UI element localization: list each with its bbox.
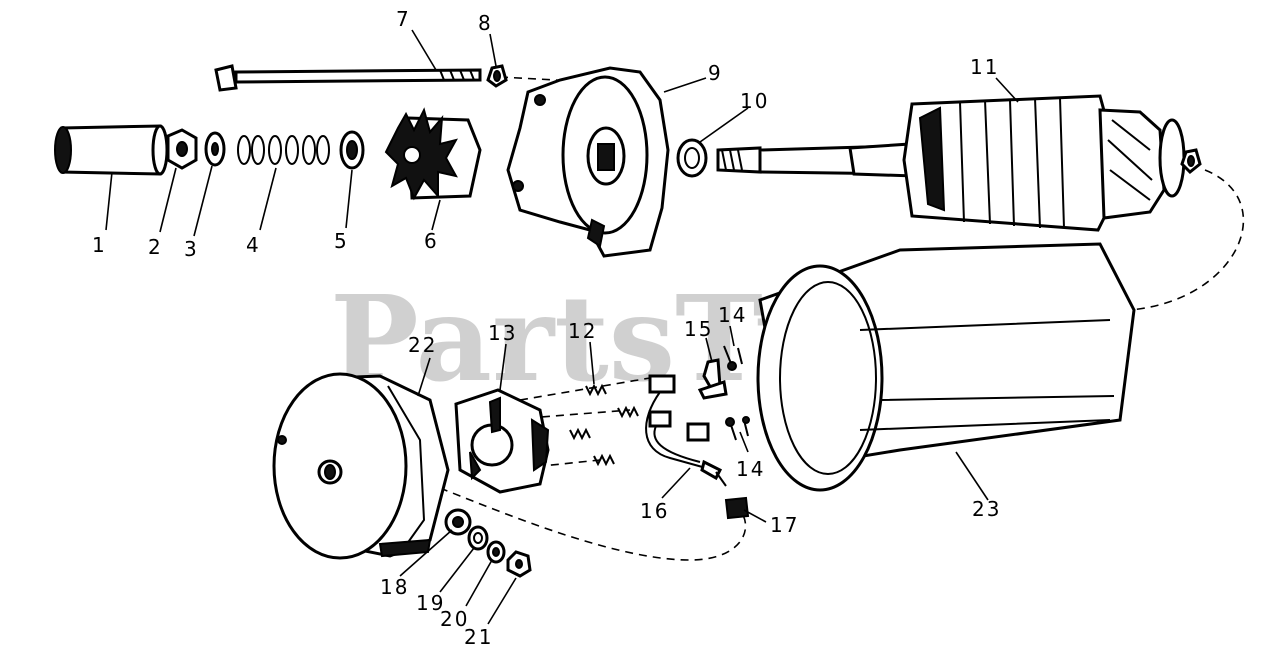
part-20-lock-washer (486, 540, 506, 564)
callout-12: 12 (568, 319, 597, 343)
part-10-thrust-washer (676, 138, 708, 178)
callout-3: 3 (184, 237, 199, 261)
callout-14-top: 14 (718, 303, 747, 327)
part-14-screws (723, 345, 750, 441)
part-18-insulator (444, 508, 472, 536)
callout-11: 11 (970, 55, 999, 79)
callout-19: 19 (416, 591, 445, 615)
part-16-brushes (645, 374, 727, 487)
callout-7: 7 (396, 7, 411, 31)
callout-14-bottom: 14 (736, 457, 765, 481)
callout-10: 10 (740, 89, 769, 113)
callout-9: 9 (708, 61, 723, 85)
callout-13: 13 (488, 321, 517, 345)
part-19-washer (467, 525, 489, 551)
part-1-sleeve (54, 124, 169, 176)
callout-2: 2 (148, 235, 163, 259)
part-4-spring (237, 135, 330, 165)
part-6-pinion-gear (384, 107, 482, 201)
part-5-retainer (339, 130, 365, 170)
part-13-brush-holder (454, 388, 550, 494)
callout-22: 22 (408, 333, 437, 357)
part-8-lock-washer (486, 64, 508, 88)
part-22-end-cap (272, 372, 450, 560)
callout-18: 18 (380, 575, 409, 599)
part-3-washer (204, 131, 226, 167)
callout-15: 15 (684, 317, 713, 341)
callout-1: 1 (92, 233, 107, 257)
part-7-through-bolt (214, 64, 482, 92)
part-21-nut (506, 550, 532, 578)
callout-labels: 1 2 3 4 5 6 7 8 9 10 11 12 13 14 14 15 1… (92, 7, 1001, 649)
callout-17: 17 (770, 513, 799, 537)
part-9-drive-end-frame (506, 66, 670, 258)
callout-21: 21 (464, 625, 493, 649)
callout-5: 5 (334, 229, 349, 253)
callout-8: 8 (478, 11, 493, 35)
callout-23: 23 (972, 497, 1001, 521)
part-11-armature (716, 94, 1202, 232)
part-15-terminal (697, 358, 728, 400)
leader-lines (105, 29, 1019, 625)
callout-16: 16 (640, 499, 669, 523)
callout-20: 20 (440, 607, 469, 631)
callout-6: 6 (424, 229, 439, 253)
part-12-brush-springs (569, 383, 639, 467)
callout-4: 4 (246, 233, 261, 257)
part-23-field-frame (756, 242, 1136, 492)
part-17-clip (724, 496, 750, 520)
part-2-nut (166, 128, 198, 170)
